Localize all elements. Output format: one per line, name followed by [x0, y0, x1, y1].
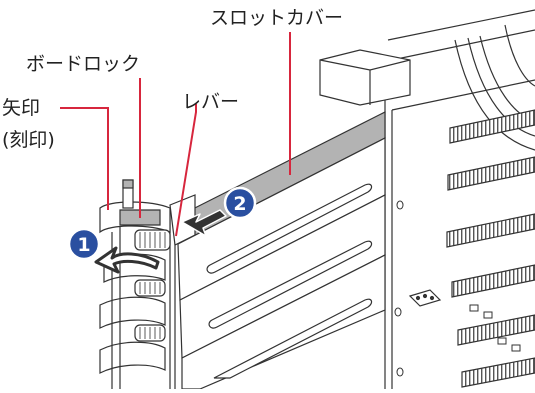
label-board-lock: ボードロック: [26, 53, 140, 75]
straight-arrow-icon: [181, 209, 227, 237]
callout-labels: スロットカバー ボードロック 矢印 (刻印) レバー: [2, 7, 343, 151]
label-lever: レバー: [182, 91, 239, 113]
label-slot-cover: スロットカバー: [210, 7, 343, 29]
label-arrow-mark-line1: 矢印: [2, 97, 40, 119]
step-badge-2: 2: [223, 186, 257, 220]
leader-arrow-mark: [60, 107, 109, 210]
step-badge-1: 1: [67, 227, 101, 261]
screw-holes: [394, 200, 404, 377]
step-badge-1-number: 1: [77, 234, 90, 256]
mb-connector: [408, 289, 442, 307]
label-arrow-mark-line2: (刻印): [2, 129, 55, 151]
board-lock-mechanism: [99, 179, 196, 389]
leader-lever: [175, 104, 197, 237]
mb-components: [469, 304, 521, 352]
slot-covers: [169, 111, 386, 390]
leader-lines: [60, 32, 291, 237]
curved-arrow-icon: [94, 246, 160, 274]
step-badge-2-number: 2: [233, 193, 246, 215]
motherboard-slots: [446, 109, 535, 388]
psu-block: [319, 49, 411, 106]
